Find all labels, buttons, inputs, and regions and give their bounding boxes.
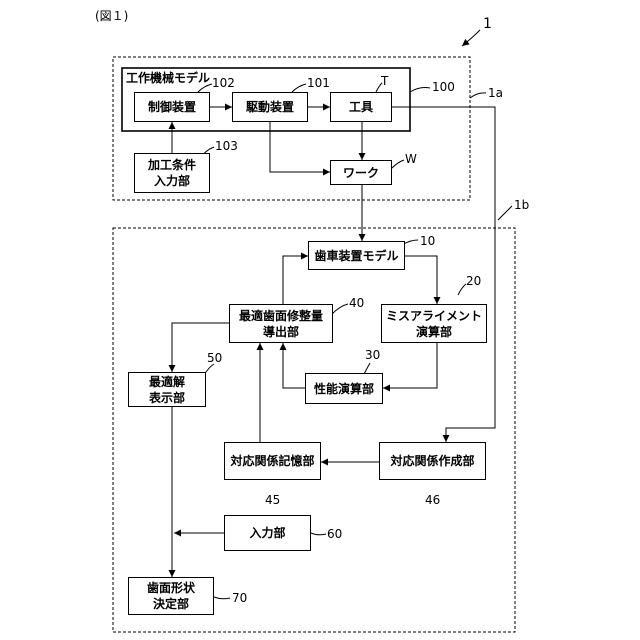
optimal-display-block: 最適解 表示部: [128, 372, 206, 407]
ref-10: 10: [420, 234, 435, 248]
ref-W: W: [405, 152, 417, 166]
leader-40: [332, 304, 348, 314]
correspondence-creation-block: 対応関係作成部: [379, 442, 486, 480]
misalignment-calc-block: ミスアライメント 演算部: [381, 304, 487, 343]
arrow-gearmodel-to-misalign: [405, 256, 437, 304]
input-unit-block: 入力部: [224, 515, 311, 551]
leader-100: [410, 88, 430, 93]
arrow-derivation-to-gearmodel: [283, 256, 308, 304]
correspondence-storage-block: 対応関係記憶部: [224, 442, 321, 480]
ref-70: 70: [232, 591, 247, 605]
gear-model-block: 歯車装置モデル: [308, 241, 405, 270]
ref-T: T: [381, 74, 388, 88]
ref-103: 103: [215, 139, 238, 153]
machining-input-block: 加工条件 入力部: [134, 153, 210, 193]
ref-102: 102: [212, 76, 235, 90]
ref-1b: 1b: [514, 198, 529, 212]
drive-device-block: 駆動装置: [232, 92, 308, 122]
ref-101: 101: [307, 76, 330, 90]
ref-20: 20: [466, 274, 481, 288]
ref-46: 46: [425, 493, 440, 507]
ref-30: 30: [365, 348, 380, 362]
tool-block: 工具: [330, 92, 392, 122]
arrow-drive-to-workpiece: [270, 122, 330, 172]
ref-100: 100: [432, 80, 455, 94]
arrow-misalign-to-performance: [383, 343, 437, 388]
arrow-performance-to-derivation: [283, 343, 305, 388]
leader-1b: [498, 206, 512, 220]
ref-60: 60: [327, 527, 342, 541]
control-device-block: 制御装置: [134, 92, 210, 122]
performance-calc-block: 性能演算部: [305, 373, 383, 404]
leader-102: [198, 84, 212, 92]
workpiece-block: ワーク: [330, 160, 392, 185]
ref-45: 45: [265, 493, 280, 507]
optimal-derivation-block: 最適歯面修整量 導出部: [229, 304, 333, 343]
gear-design-frame: [113, 228, 515, 632]
leader-20: [458, 284, 466, 295]
leader-W: [392, 160, 404, 168]
leader-figure: [462, 30, 480, 46]
ref-40: 40: [349, 296, 364, 310]
ref-figure: 1: [483, 17, 492, 31]
leader-70: [214, 597, 230, 599]
leader-1a: [470, 93, 486, 98]
leader-101: [292, 84, 306, 92]
ref-1a: 1a: [488, 86, 503, 100]
machine-model-title: 工作機械モデル: [126, 71, 210, 85]
leader-60: [311, 533, 326, 535]
tooth-shape-decision-block: 歯面形状 決定部: [128, 577, 214, 615]
ref-50: 50: [207, 351, 222, 365]
